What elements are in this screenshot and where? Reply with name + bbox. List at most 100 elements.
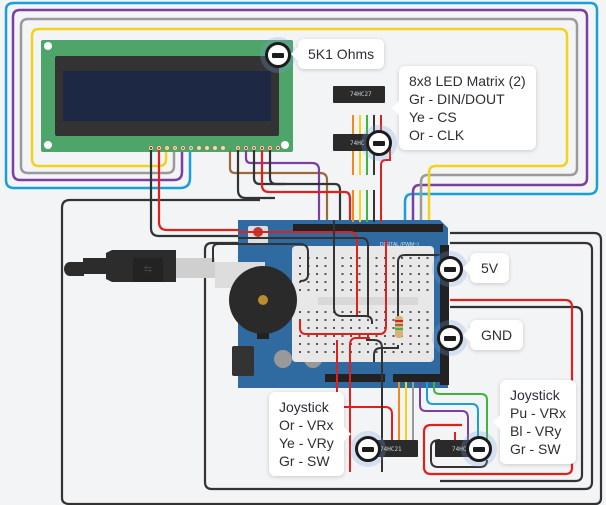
- breadboard-hole[interactable]: [392, 343, 395, 345]
- breadboard-hole[interactable]: [307, 319, 310, 321]
- breadboard-hole[interactable]: [350, 281, 352, 283]
- breadboard-hole[interactable]: [418, 351, 420, 353]
- breadboard-hole[interactable]: [324, 273, 327, 275]
- breadboard-hole[interactable]: [418, 343, 420, 345]
- breadboard-hole[interactable]: [324, 335, 327, 337]
- breadboard-hole[interactable]: [401, 343, 403, 345]
- breadboard-hole[interactable]: [392, 289, 395, 291]
- breadboard-hole[interactable]: [375, 273, 378, 275]
- breadboard-hole[interactable]: [316, 289, 318, 291]
- breadboard-hole[interactable]: [375, 281, 378, 283]
- breadboard-hole[interactable]: [307, 327, 310, 329]
- breadboard-hole[interactable]: [358, 327, 361, 329]
- breadboard-hole[interactable]: [299, 335, 301, 337]
- breadboard-hole[interactable]: [367, 319, 369, 321]
- breadboard-hole[interactable]: [333, 327, 335, 329]
- breadboard-hole[interactable]: [350, 265, 352, 267]
- breadboard-hole[interactable]: [401, 265, 403, 267]
- breadboard-hole[interactable]: [401, 289, 403, 291]
- breadboard-hole[interactable]: [426, 265, 429, 267]
- breadboard-hole[interactable]: [401, 351, 403, 353]
- breadboard-hole[interactable]: [375, 311, 378, 313]
- breadboard-hole[interactable]: [375, 257, 378, 259]
- wire-purple[interactable]: [11, 8, 589, 222]
- breadboard-hole[interactable]: [350, 289, 352, 291]
- lcd-pin-db1[interactable]: [212, 145, 218, 151]
- breadboard-hole[interactable]: [358, 265, 361, 267]
- breadboard-hole[interactable]: [350, 273, 352, 275]
- breadboard-hole[interactable]: [392, 319, 395, 321]
- breadboard-hole[interactable]: [409, 257, 412, 259]
- breadboard-hole[interactable]: [316, 335, 318, 337]
- breadboard-hole[interactable]: [316, 327, 318, 329]
- breadboard-hole[interactable]: [409, 265, 412, 267]
- note-toggle-gnd[interactable]: [437, 325, 463, 351]
- breadboard-hole[interactable]: [418, 281, 420, 283]
- breadboard-hole[interactable]: [350, 311, 352, 313]
- usb-cable[interactable]: ⇆: [64, 250, 215, 282]
- breadboard-hole[interactable]: [426, 311, 429, 313]
- breadboard-hole[interactable]: [375, 289, 378, 291]
- breadboard-hole[interactable]: [358, 289, 361, 291]
- breadboard-hole[interactable]: [341, 265, 344, 267]
- lcd-pin-db3[interactable]: [196, 145, 202, 151]
- breadboard-hole[interactable]: [426, 257, 429, 259]
- wire-red-5v[interactable]: [422, 298, 574, 476]
- breadboard-hole[interactable]: [426, 335, 429, 337]
- breadboard-hole[interactable]: [375, 265, 378, 267]
- piezo-buzzer[interactable]: [229, 266, 297, 339]
- breadboard-hole[interactable]: [307, 343, 310, 345]
- breadboard-hole[interactable]: [341, 335, 344, 337]
- breadboard-hole[interactable]: [316, 343, 318, 345]
- breadboard-hole[interactable]: [392, 327, 395, 329]
- breadboard-hole[interactable]: [307, 351, 310, 353]
- breadboard-hole[interactable]: [324, 257, 327, 259]
- breadboard-hole[interactable]: [401, 311, 403, 313]
- chip-74hc27[interactable]: 74HC27: [333, 86, 385, 103]
- breadboard-hole[interactable]: [307, 289, 310, 291]
- breadboard-hole[interactable]: [358, 343, 361, 345]
- mini-breadboard[interactable]: [292, 246, 434, 362]
- breadboard-hole[interactable]: [409, 281, 412, 283]
- breadboard-hole[interactable]: [341, 343, 344, 345]
- breadboard-hole[interactable]: [324, 319, 327, 321]
- breadboard-hole[interactable]: [324, 327, 327, 329]
- breadboard-hole[interactable]: [299, 273, 301, 275]
- breadboard-hole[interactable]: [324, 311, 327, 313]
- breadboard-hole[interactable]: [316, 257, 318, 259]
- wire-gray[interactable]: [19, 17, 579, 222]
- breadboard-hole[interactable]: [341, 327, 344, 329]
- breadboard-hole[interactable]: [409, 273, 412, 275]
- note-toggle-joystick-right[interactable]: [466, 436, 492, 462]
- breadboard-hole[interactable]: [401, 257, 403, 259]
- breadboard-hole[interactable]: [324, 343, 327, 345]
- note-toggle-joystick-left[interactable]: [355, 436, 381, 462]
- breadboard-hole[interactable]: [299, 257, 301, 259]
- wire-black-outer[interactable]: [60, 198, 603, 505]
- breadboard-hole[interactable]: [367, 335, 369, 337]
- breadboard-hole[interactable]: [409, 327, 412, 329]
- breadboard-hole[interactable]: [409, 319, 412, 321]
- breadboard-hole[interactable]: [392, 257, 395, 259]
- breadboard-hole[interactable]: [341, 351, 344, 353]
- breadboard-hole[interactable]: [375, 343, 378, 345]
- breadboard-hole[interactable]: [333, 343, 335, 345]
- breadboard-hole[interactable]: [418, 289, 420, 291]
- breadboard-hole[interactable]: [418, 319, 420, 321]
- breadboard-hole[interactable]: [341, 281, 344, 283]
- breadboard-hole[interactable]: [341, 273, 344, 275]
- breadboard-hole[interactable]: [341, 257, 344, 259]
- breadboard-hole[interactable]: [350, 319, 352, 321]
- breadboard-hole[interactable]: [409, 289, 412, 291]
- breadboard-hole[interactable]: [392, 265, 395, 267]
- breadboard-hole[interactable]: [426, 351, 429, 353]
- breadboard-hole[interactable]: [324, 265, 327, 267]
- wire-yellow[interactable]: [30, 27, 569, 222]
- breadboard-hole[interactable]: [333, 351, 335, 353]
- breadboard-hole[interactable]: [418, 273, 420, 275]
- breadboard-hole[interactable]: [324, 289, 327, 291]
- breadboard-hole[interactable]: [341, 319, 344, 321]
- breadboard-hole[interactable]: [418, 311, 420, 313]
- breadboard-hole[interactable]: [299, 351, 301, 353]
